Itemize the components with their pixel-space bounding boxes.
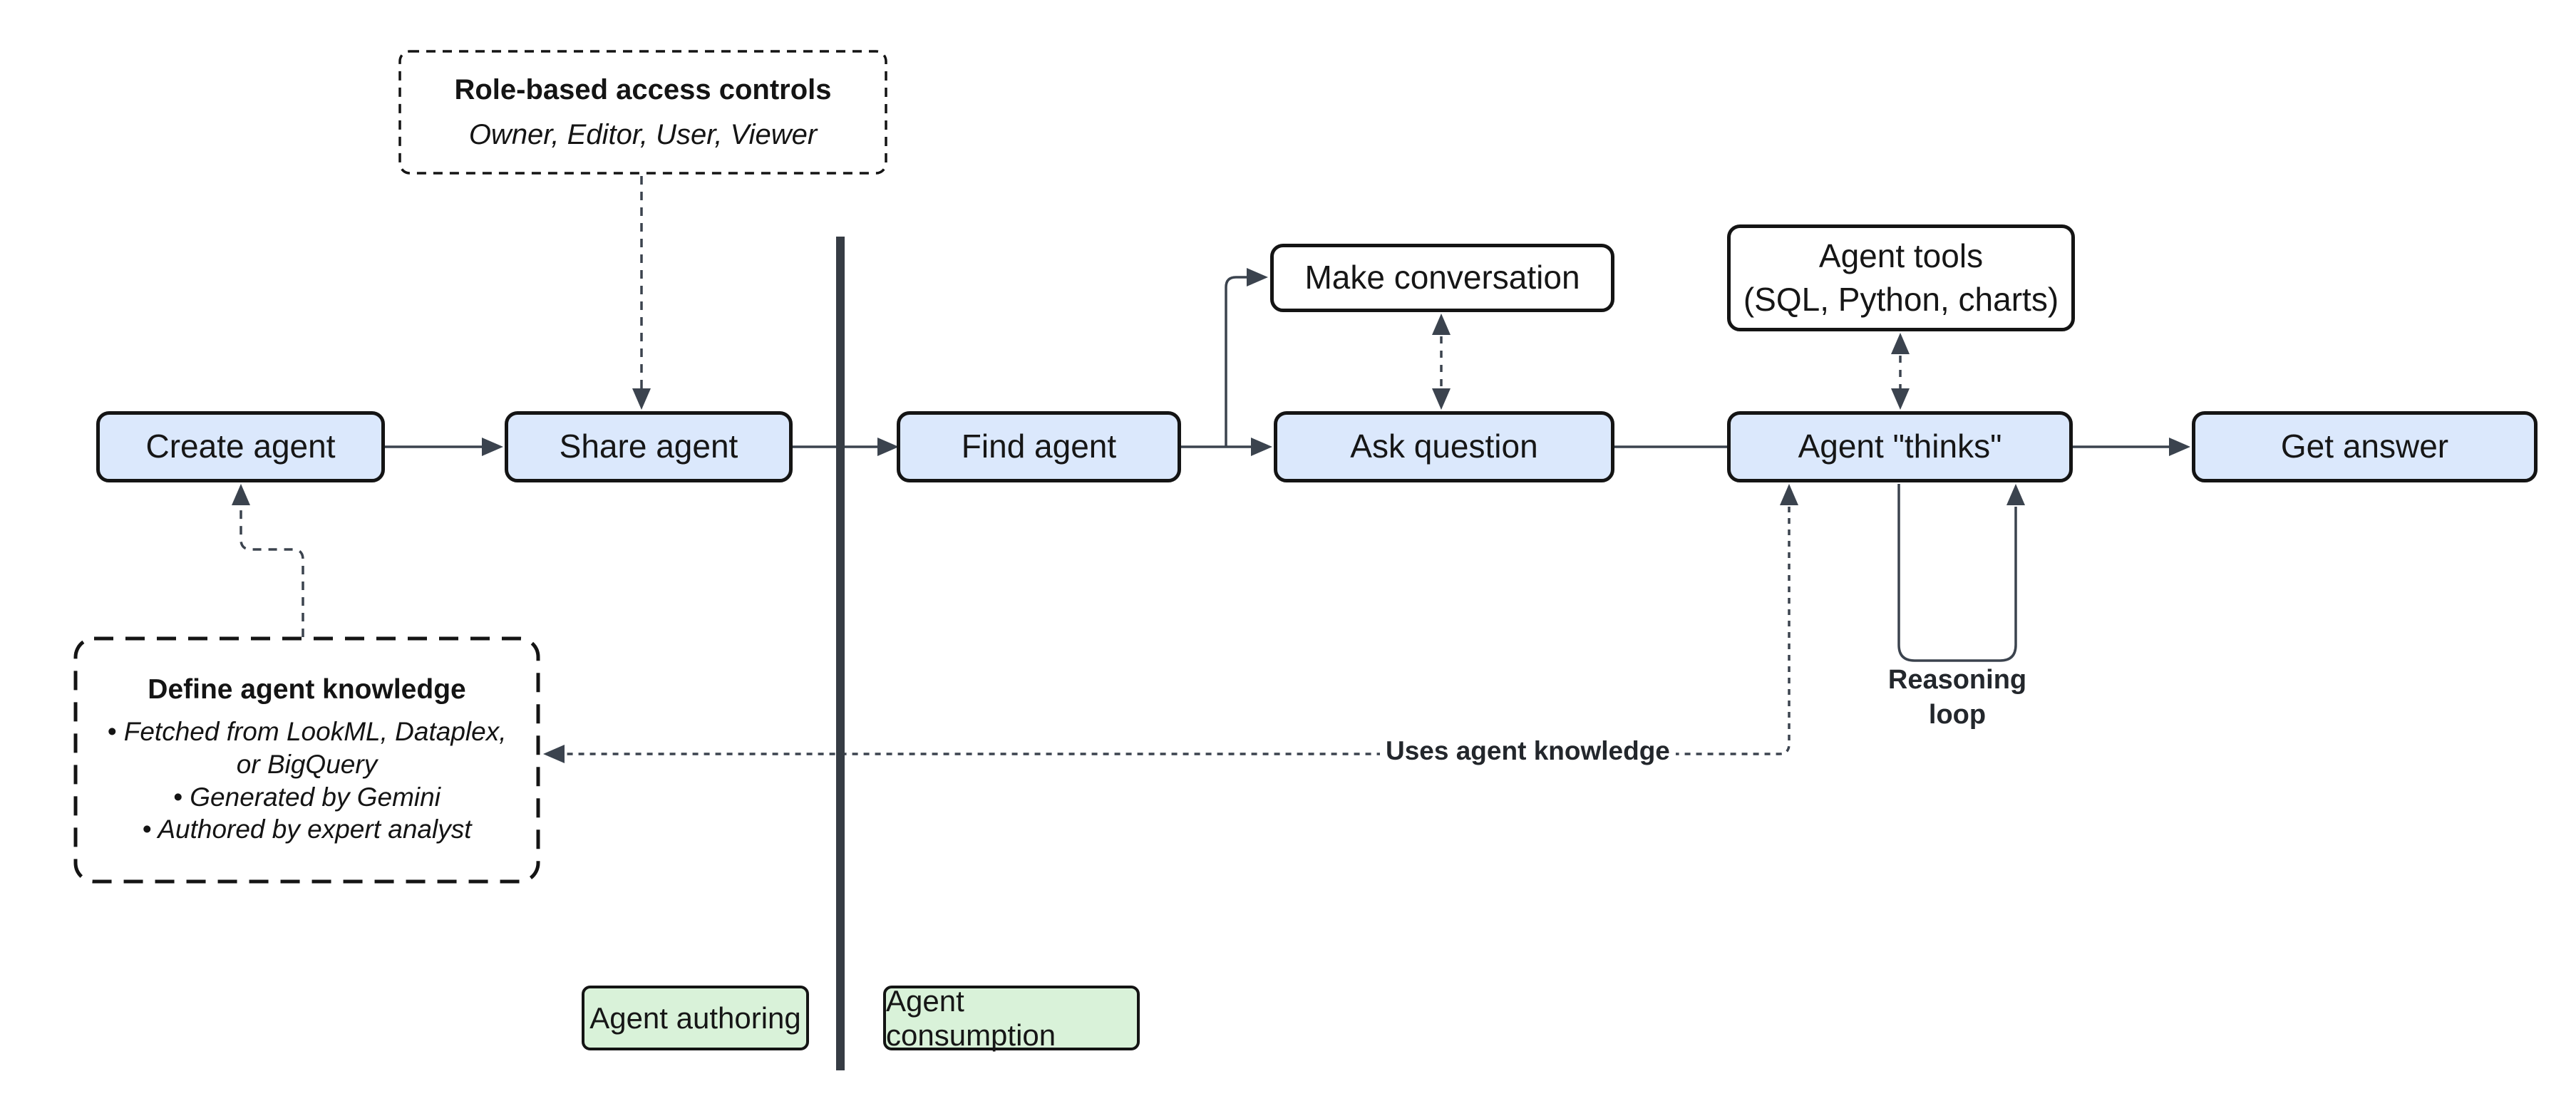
- arrowhead-uses-into-thinks: [1780, 484, 1798, 505]
- node-share-agent: Share agent: [505, 411, 793, 482]
- rbac-note-title: Role-based access controls: [454, 73, 832, 105]
- arrowhead-down-into-ask: [1432, 388, 1451, 410]
- reasoning-loop-line1: Reasoning: [1887, 665, 2027, 695]
- knowledge-item: • Authored by expert analyst: [142, 815, 472, 844]
- zone-agent-authoring: Agent authoring: [582, 986, 809, 1050]
- knowledge-note: Define agent knowledge • Fetched from Lo…: [76, 639, 538, 882]
- arrowhead-into-make-conversation: [1247, 268, 1268, 286]
- zone-agent-consumption: Agent consumption: [883, 984, 1140, 1052]
- arrowhead-into-ask: [1251, 438, 1272, 456]
- edge-uses-agent-knowledge: [566, 507, 1791, 755]
- node-agent-tools: Agent tools (SQL, Python, charts): [1727, 224, 2075, 331]
- arrowhead-uses-into-knowledge: [543, 745, 565, 763]
- uses-agent-knowledge-label: Uses agent knowledge: [1380, 736, 1676, 766]
- knowledge-item: • Fetched from LookML, Dataplex,: [107, 716, 507, 746]
- edge-knowledge-to-create: [239, 507, 304, 637]
- arrowhead-up-into-tools: [1891, 333, 1910, 354]
- rbac-note-border: [398, 50, 887, 175]
- node-agent-thinks: Agent "thinks": [1727, 411, 2073, 482]
- knowledge-item: • Generated by Gemini: [173, 782, 441, 812]
- knowledge-item: or BigQuery: [236, 749, 378, 779]
- edge-reasoning-loop: [1897, 484, 2017, 662]
- agent-tools-line2: (SQL, Python, charts): [1743, 281, 2059, 318]
- knowledge-note-title: Define agent knowledge: [148, 673, 466, 705]
- arrowhead-into-share: [482, 438, 503, 456]
- arrowhead-loop-into-thinks: [2006, 484, 2025, 505]
- node-create-agent: Create agent: [96, 411, 385, 482]
- reasoning-loop-line2: loop: [1928, 700, 1987, 730]
- authoring-consumption-divider: [836, 237, 845, 1070]
- edge-find-to-make-conversation: [1225, 276, 1247, 447]
- agent-tools-line1: Agent tools: [1818, 237, 1984, 275]
- node-find-agent: Find agent: [897, 411, 1181, 482]
- arrowhead-into-create: [232, 484, 250, 505]
- arrowhead-into-find: [877, 438, 899, 456]
- reasoning-loop-label: Reasoning loop: [1850, 663, 2064, 733]
- node-get-answer: Get answer: [2192, 411, 2538, 482]
- rbac-note-subtitle: Owner, Editor, User, Viewer: [468, 118, 818, 150]
- rbac-note: Role-based access controls Owner, Editor…: [399, 51, 887, 174]
- arrowhead-down-into-thinks: [1891, 388, 1910, 410]
- node-make-conversation: Make conversation: [1270, 244, 1614, 312]
- arrowhead-into-get-answer: [2169, 438, 2190, 456]
- arrowhead-up-into-make-conversation: [1432, 314, 1451, 335]
- node-ask-question: Ask question: [1274, 411, 1614, 482]
- arrowhead-rbac-into-share: [632, 388, 651, 410]
